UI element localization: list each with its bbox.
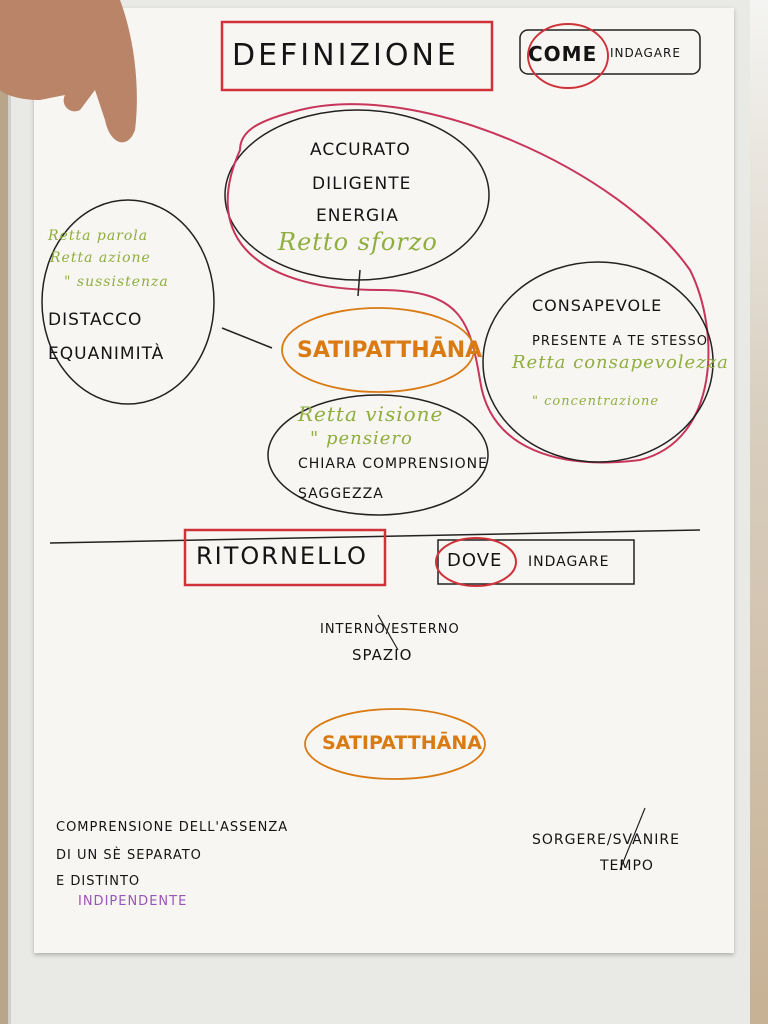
text-pensiero: " pensiero xyxy=(310,428,413,449)
left-bubble xyxy=(41,199,215,405)
text-retta-parola: Retta parola xyxy=(48,228,149,244)
bottom-bubble xyxy=(267,394,489,516)
come-box xyxy=(519,29,701,75)
text-equanimita: EQUANIMITÀ xyxy=(48,344,165,364)
text-tempo: TEMPO xyxy=(600,858,654,874)
label-dove: DOVE xyxy=(447,550,503,571)
title-definizione: DEFINIZIONE xyxy=(232,38,459,73)
dove-box xyxy=(437,539,635,585)
text-retta-consapevolezza: Retta consapevolezza xyxy=(512,352,729,373)
text-concentrazione: " concentrazione xyxy=(532,394,660,409)
text-distacco: DISTACCO xyxy=(48,310,143,330)
text-diligente: DILIGENTE xyxy=(312,174,412,194)
text-saggezza: SAGGEZZA xyxy=(298,486,384,502)
text-distinto: E DISTINTO xyxy=(56,874,141,889)
ritornello-box xyxy=(183,528,387,587)
wall xyxy=(750,0,768,1024)
label-indagare-2: INDAGARE xyxy=(528,554,610,570)
divider xyxy=(49,529,701,544)
label-come: COME xyxy=(528,42,598,66)
text-spazio: SPAZIO xyxy=(352,646,413,664)
dove-circle xyxy=(435,537,517,587)
text-energia: ENERGIA xyxy=(316,206,399,226)
text-chiara-comprensione: CHIARA COMPRENSIONE xyxy=(298,456,488,472)
right-bubble xyxy=(482,261,714,463)
red-loop xyxy=(226,103,710,464)
come-circle xyxy=(527,23,609,89)
text-comprensione-assenza: COMPRENSIONE DELL'ASSENZA xyxy=(56,820,289,835)
text-retta-visione: Retta visione xyxy=(298,402,444,426)
text-indipendente: INDIPENDENTE xyxy=(78,894,188,909)
text-presente: PRESENTE A TE STESSO xyxy=(532,334,709,349)
text-retto-sforzo: Retto sforzo xyxy=(278,228,438,256)
text-sorgere-svanire: SORGERE/SVANIRE xyxy=(532,832,680,848)
title-ritornello: RITORNELLO xyxy=(196,542,368,570)
center-ellipse xyxy=(281,307,475,393)
text-satipatthana-2: SATIPATTHĀNA xyxy=(322,732,482,754)
top-bubble xyxy=(224,109,490,281)
text-satipatthana: SATIPATTHĀNA xyxy=(297,338,483,363)
text-sussistenza: " sussistenza xyxy=(64,274,169,290)
text-interno-esterno: INTERNO/ESTERNO xyxy=(320,622,460,637)
text-retta-azione: Retta azione xyxy=(50,250,151,266)
text-consapevole: CONSAPEVOLE xyxy=(532,296,663,315)
text-accurato: ACCURATO xyxy=(310,140,411,160)
flipchart-paper xyxy=(34,8,734,953)
definizione-box xyxy=(220,20,494,92)
label-indagare: INDAGARE xyxy=(610,46,681,60)
text-se-separato: DI UN SÈ SEPARATO xyxy=(56,848,202,863)
satipatthana-ellipse-2 xyxy=(304,708,486,780)
hand xyxy=(0,0,137,143)
